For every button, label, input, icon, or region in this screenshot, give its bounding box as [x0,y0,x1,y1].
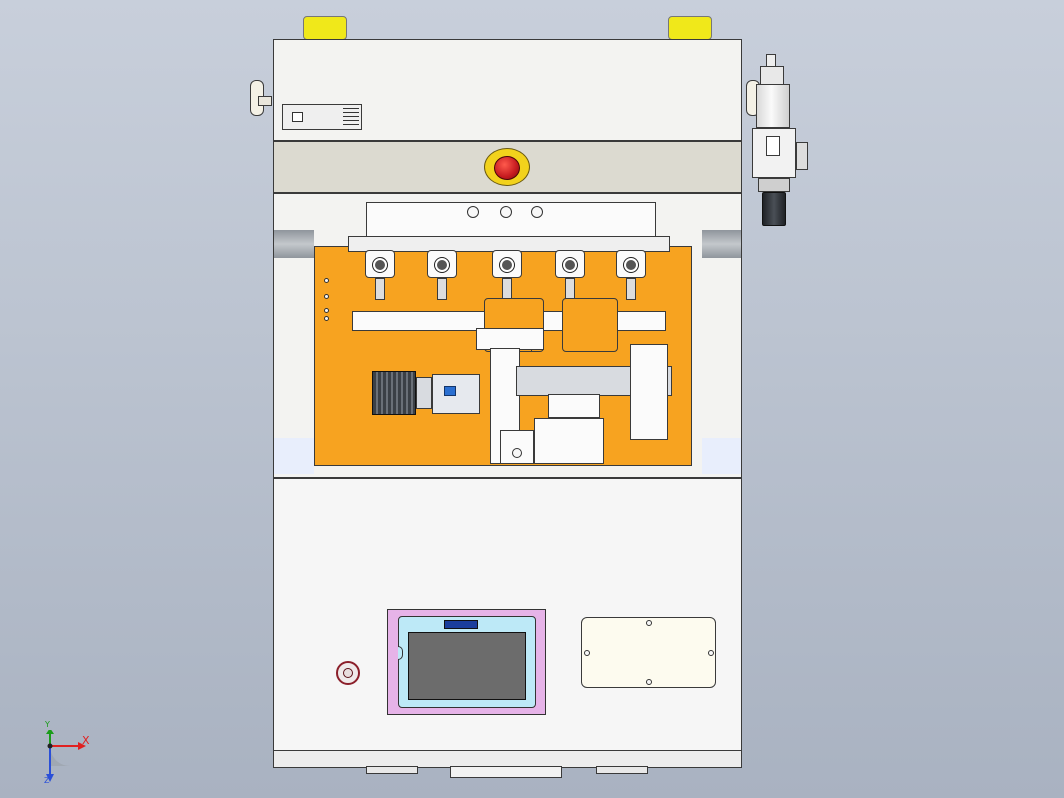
orientation-triad: X Y Z [40,720,100,786]
selector-knob[interactable] [336,661,360,685]
coupling-block [432,374,480,414]
hmi-badge [444,620,478,629]
nameplate-window [292,112,303,122]
foot-center [450,766,562,778]
triad-svg [46,728,86,782]
hmi-panel[interactable] [387,609,546,715]
left-rail-band [274,230,314,258]
carriage-bolt-2 [500,206,512,218]
stepper-motor [372,371,432,415]
actuator-carriage [548,394,600,418]
vertical-slide [476,328,544,350]
foot-left [366,766,418,774]
right-cylinder [630,344,668,440]
lower-right-glass [702,438,741,474]
carriage-bolt-3 [531,206,543,218]
triad-y-label: Y [45,720,50,729]
nameplate-dots [343,108,359,128]
nameplate [282,104,362,130]
dispense-head-4 [555,250,585,312]
plate-cutout-2 [562,298,618,352]
fixture-hole [512,448,522,458]
triad-x-label: X [82,734,90,747]
foot-right [596,766,648,774]
dispense-head-5 [616,250,646,312]
emergency-stop-button[interactable] [484,148,530,186]
sensor-blue [444,386,456,396]
right-top-cap [668,16,712,40]
dispense-head-2 [427,250,457,312]
dispense-head-1 [365,250,395,312]
hmi-screen[interactable] [408,632,526,700]
gripper-bracket [534,418,604,464]
plate-holes [322,278,332,328]
dispense-head-3 [492,250,522,312]
fixture-block [500,430,534,464]
right-rail-band [702,230,741,258]
access-cover-plate [581,617,716,688]
left-top-cap [303,16,347,40]
left-handle [250,80,274,124]
air-regulator [744,50,810,230]
triad-z-label: Z [44,776,50,785]
carriage-bolt-1 [467,206,479,218]
lower-left-glass [274,438,314,474]
